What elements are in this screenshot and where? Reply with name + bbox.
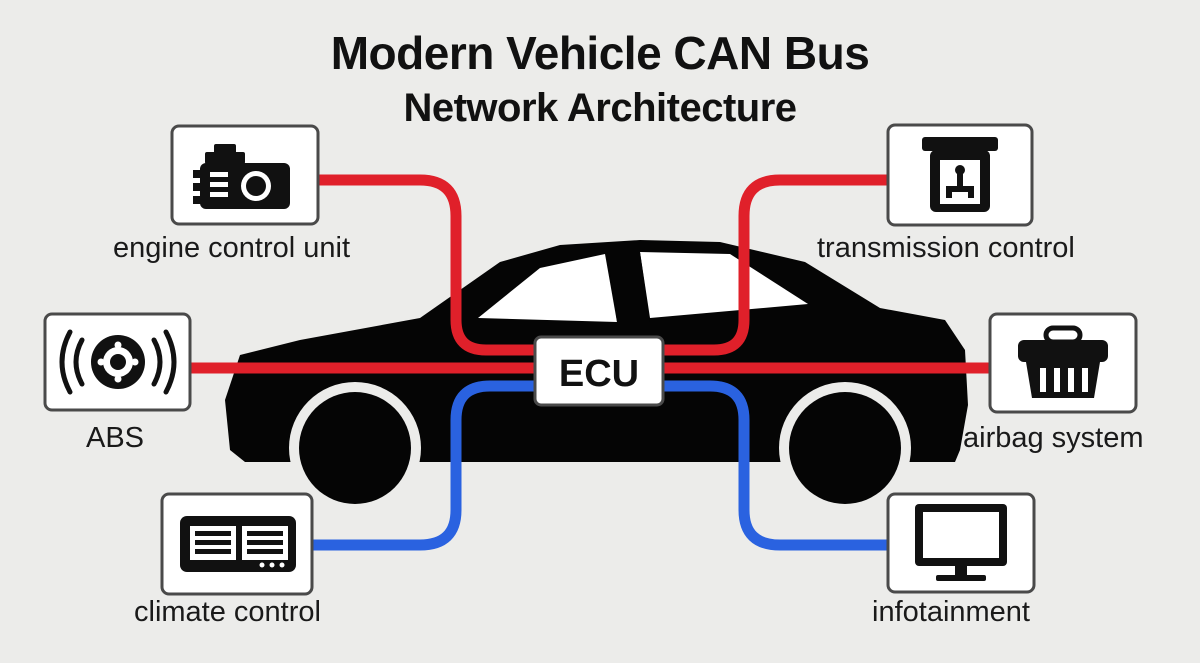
- ecu-hub[interactable]: ECU: [533, 335, 665, 407]
- front-window: [640, 252, 808, 318]
- engine-icon: [193, 144, 290, 209]
- label-abs: ABS: [86, 422, 145, 454]
- ecu-label: ECU: [559, 353, 639, 395]
- diagram-title: Modern Vehicle CAN Bus: [330, 27, 870, 79]
- label-airbag: airbag system: [963, 422, 1144, 454]
- diagram-subtitle: Network Architecture: [403, 86, 797, 130]
- label-climate: climate control: [134, 596, 321, 628]
- module-infotainment[interactable]: [886, 492, 1036, 594]
- module-climate[interactable]: [160, 492, 314, 596]
- climate-panel-icon: [180, 516, 296, 572]
- bus-line-climate: [306, 380, 546, 551]
- bus-line-infotainment: [656, 380, 894, 551]
- label-infotainment: infotainment: [872, 596, 1030, 628]
- module-airbag[interactable]: [988, 312, 1138, 414]
- ecu-box: [533, 335, 665, 407]
- high-speed-bus: [184, 174, 996, 374]
- brake-disc-icon: [59, 329, 177, 395]
- rear-window: [478, 254, 617, 322]
- low-speed-bus: [306, 380, 894, 551]
- module-engine[interactable]: [170, 124, 320, 226]
- window-pillar: [607, 252, 650, 322]
- monitor-icon: [915, 504, 1007, 581]
- front-wheel: [789, 392, 901, 504]
- bus-line-transmission: [656, 174, 894, 356]
- transmission-icon: [922, 137, 998, 212]
- label-engine: engine control unit: [113, 232, 350, 264]
- rear-wheel: [299, 392, 411, 504]
- module-abs[interactable]: [43, 312, 192, 412]
- label-transmission: transmission control: [817, 232, 1075, 264]
- bus-line-engine: [314, 174, 546, 356]
- airbag-icon: [1018, 325, 1108, 398]
- module-transmission[interactable]: [886, 123, 1034, 227]
